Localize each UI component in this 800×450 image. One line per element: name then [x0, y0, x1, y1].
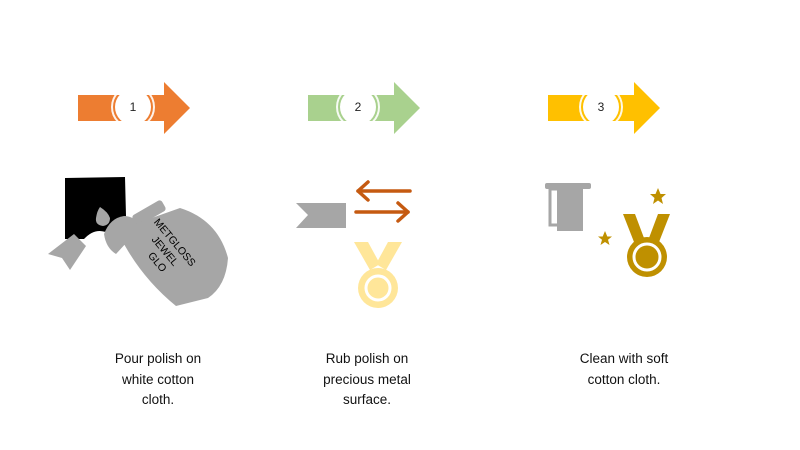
step-1-caption: Pour polish on white cotton cloth.: [114, 351, 202, 407]
polish-bottle-icon: METGLOSS JEWEL GLO: [48, 200, 228, 306]
folded-cloth-icon: [545, 183, 591, 231]
step-1-illustration: METGLOSS JEWEL GLO: [48, 177, 228, 306]
medal-icon: [623, 214, 670, 277]
step-2-illustration: [296, 180, 412, 308]
step-3-number: 3: [597, 100, 605, 114]
sparkle-icon: [598, 188, 666, 245]
step-1: 1 METGLOSS JEWEL GLO Pour polish on whit…: [40, 0, 240, 450]
step-1-number: 1: [129, 100, 137, 114]
medal-icon: [354, 242, 402, 308]
step-3-number-badge: 3: [579, 85, 623, 129]
step-2-number: 2: [354, 100, 362, 114]
drop-icon: [95, 207, 110, 226]
swap-arrows-icon: [354, 180, 412, 223]
step-3: 3 Clean with soft cotton cloth.: [510, 0, 710, 450]
step-1-number-badge: 1: [111, 85, 155, 129]
cloth-strip-icon: [296, 203, 346, 228]
step-2-caption: Rub polish on precious metal surface.: [323, 351, 411, 407]
step-2-number-badge: 2: [336, 85, 380, 129]
step-3-caption: Clean with soft cotton cloth.: [579, 351, 669, 387]
step-2: 2 Rub polish on precious metal surface.: [270, 0, 470, 450]
step-3-illustration: [545, 183, 670, 277]
